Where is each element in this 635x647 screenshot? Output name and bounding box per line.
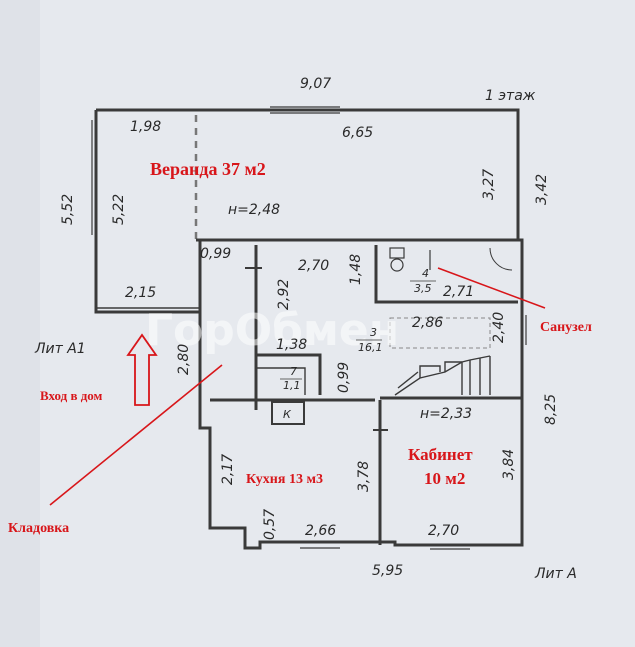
dim-270a: 2,70 [298,258,329,274]
dim-286: 2,86 [412,315,443,331]
dim-099a: 0,99 [200,246,231,262]
dim-292: 2,92 [276,279,292,310]
dim-099b: 0,99 [336,362,352,393]
dim-veranda-inner-h: 3,27 [481,169,497,200]
outer-wall [94,108,524,550]
door-swing [489,247,513,271]
room3-area: 16,1 [358,341,383,354]
dim-left-inner: 5,22 [111,194,127,225]
lit-a-label: Лит А [534,566,577,582]
veranda-label: Веранда 37 м2 [150,159,266,179]
dim-veranda-left-w: 1,98 [130,119,161,135]
dim-bottom-total: 5,95 [372,563,403,579]
dim-215: 2,15 [125,285,156,301]
watermark: ГорОбмен [145,305,399,356]
room7-area: 1,1 [283,379,301,392]
floor-label: 1 этаж [485,88,536,104]
dim-height-veranda: н=2,48 [228,202,280,218]
entrance-arrow [126,333,158,406]
stairs [394,355,491,396]
sanuzel-label: Санузел [540,320,592,335]
dim-280: 2,80 [176,344,192,375]
room3-dashed [389,317,491,349]
room4-number: 4 [422,267,429,280]
dim-height-cab: н=2,33 [420,406,472,422]
room3-number: 3 [370,326,377,339]
entrance-label: Вход в дом [40,388,103,403]
dim-266: 2,66 [305,523,336,539]
storage-pointer [49,364,223,506]
toilet-bowl [390,258,404,272]
closet-inner [256,367,306,395]
sanuzel-pointer [437,267,546,309]
dim-384: 3,84 [501,449,517,480]
toilet-tank [389,247,405,259]
paper-shade [0,0,40,647]
stove-label: К [283,408,292,421]
dim-825: 8,25 [543,394,559,425]
cabinet-label-2: 10 м2 [424,469,465,488]
dim-138: 1,38 [276,337,307,353]
dim-top-total: 9,07 [300,76,331,92]
closet-walls [256,353,322,395]
dim-left-outer: 5,52 [60,194,76,225]
dim-veranda-right-w: 6,65 [342,125,373,141]
dim-271: 2,71 [443,284,474,300]
dim-148: 1,48 [348,254,364,285]
lit-a1-label: Лит А1 [34,341,86,357]
sanuzel-walls [374,245,518,304]
kitchen-label: Кухня 13 м3 [246,472,323,487]
dim-057: 0,57 [262,509,278,540]
storage-label: Кладовка [8,521,69,536]
dim-240: 2,40 [491,312,507,343]
dim-378: 3,78 [356,461,372,492]
stove-box [271,401,305,425]
dim-217: 2,17 [220,454,236,485]
room7-number: 7 [290,365,297,378]
dim-270b: 2,70 [428,523,459,539]
room4-area: 3,5 [414,282,432,295]
cabinet-label-1: Кабинет [408,445,473,464]
dim-right-outer: 3,42 [534,174,550,205]
